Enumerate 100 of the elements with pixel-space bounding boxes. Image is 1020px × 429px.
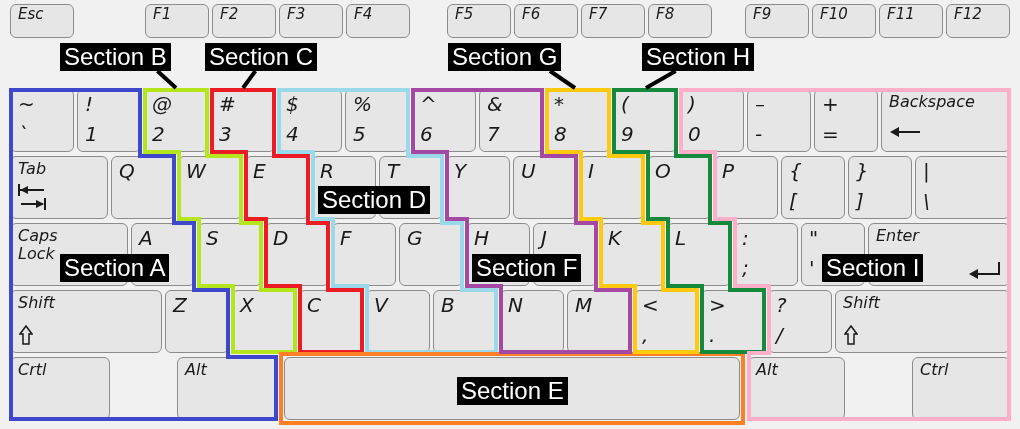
keyboard-key [745,4,809,38]
keyboard-key [581,4,645,38]
key-label: F11 [887,6,915,24]
key-label: = [822,123,839,146]
key-label: $ [286,93,299,116]
key-label: ; [742,257,749,280]
keyboard-key [10,4,74,38]
keyboard-key [279,4,343,38]
key-label: Shift [18,294,55,313]
key-label: - [755,123,763,146]
key-label: ) [688,93,696,116]
key-label: / [776,324,783,347]
keyboard-key [768,290,832,353]
key-label: ' [809,257,815,280]
key-label: F [340,227,352,250]
key-label: N [508,294,523,317]
key-label: B [441,294,455,317]
keyboard-key [177,357,277,420]
key-label: " [809,227,819,250]
key-label: ~ [18,93,35,116]
key-label: Alt [185,361,207,380]
keyboard-key [145,4,209,38]
key-label: ? [776,294,787,317]
keyboard-key [346,4,410,38]
key-label: X [240,294,254,317]
key-label: Backspace [889,93,975,112]
keyboard-key [781,156,845,219]
key-label: F7 [589,6,608,24]
keyboard-key [345,89,409,152]
key-label: > [709,294,726,317]
leader-line [241,69,258,90]
key-label: Alt [756,361,778,380]
key-label: M [575,294,593,317]
key-label: [ [789,190,797,213]
key-label: ` [18,123,28,146]
key-label: @ [152,93,172,116]
key-label: A [139,227,153,250]
section-label: Section A [60,254,170,282]
key-label: ] [856,190,864,213]
key-label: U [521,160,536,183]
key-label: Ctrl [920,361,949,380]
key-label: 1 [85,123,98,146]
key-label: ^ [420,93,437,116]
keyboard-key [714,156,778,219]
key-label: + [822,93,839,116]
key-label: { [789,160,802,183]
keyboard-key [212,4,276,38]
key-label: C [307,294,321,317]
key-label: 7 [487,123,500,146]
key-label: | [923,160,930,183]
keyboard-key [747,89,811,152]
key-label: T [387,160,400,183]
keyboard-key [514,4,578,38]
key-label: Z [173,294,187,317]
key-label: % [353,93,372,116]
key-label: Crtl [18,361,47,380]
key-label: – [755,93,765,116]
key-label: F5 [455,6,474,24]
keyboard-key [748,357,845,420]
key-label: H [474,227,490,250]
key-label: < [642,294,659,317]
keyboard-key [848,156,912,219]
key-label: \ [923,190,930,213]
keyboard-key [165,290,229,353]
keyboard-key [946,4,1010,38]
keyboard-key [77,89,141,152]
keyboard-key [881,89,1010,152]
section-label: Section D [318,186,431,214]
keyboard-key [479,89,543,152]
keyboard-key [879,4,943,38]
key-label: K [608,227,622,250]
key-label: I [588,160,594,183]
key-label: 2 [152,123,165,146]
key-label: V [374,294,388,317]
key-label: G [407,227,423,250]
keyboard-key [734,223,798,286]
key-label: Q [119,160,135,183]
keyboard-key [111,156,175,219]
key-label: D [273,227,289,250]
keyboard-key [812,4,876,38]
keyboard-key [835,290,1010,353]
section-label: Section F [472,254,582,282]
key-label: F4 [354,6,373,24]
keyboard-key [10,156,108,219]
key-label: 5 [353,123,366,146]
keyboard-key [399,223,463,286]
keyboard-key [648,4,712,38]
key-label: W [186,160,206,183]
key-label: F8 [656,6,675,24]
key-label: 6 [420,123,433,146]
key-label: . [709,324,716,347]
key-label: P [722,160,735,183]
key-label: F6 [522,6,541,24]
key-label: , [642,324,649,347]
keyboard-key [10,290,162,353]
key-label: F12 [954,6,982,24]
key-label: R [320,160,334,183]
key-label: * [554,93,564,116]
key-label: } [856,160,869,183]
key-label: F2 [220,6,239,24]
